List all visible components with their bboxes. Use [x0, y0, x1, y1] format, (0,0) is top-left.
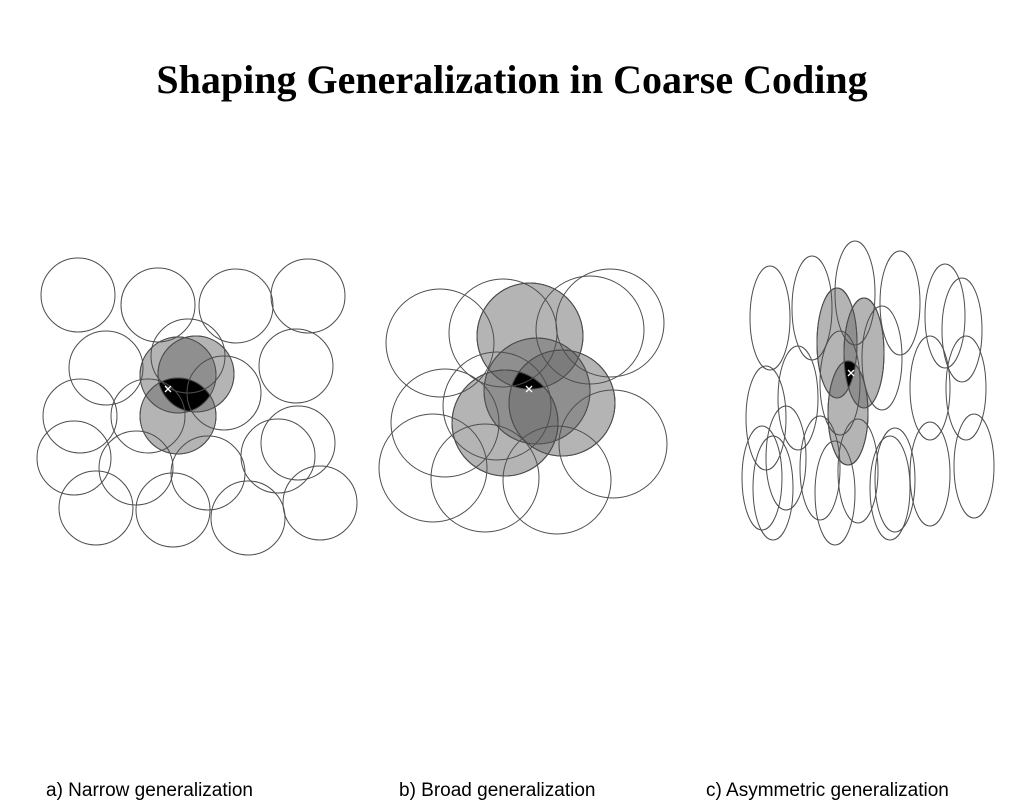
asymmetric-receptive-field-18 — [909, 421, 951, 527]
narrow-receptive-field-12 — [36, 420, 112, 496]
asymmetric-receptive-field-13 — [741, 425, 783, 531]
asymmetric-caption: c) Asymmetric generalization — [706, 780, 949, 801]
broad-receptive-field-6 — [378, 413, 488, 523]
asymmetric-receptive-field-14 — [765, 405, 807, 511]
broad-receptive-field-13 — [508, 349, 616, 457]
narrow-receptive-field-20 — [139, 336, 217, 414]
narrow-receptive-field-7 — [258, 328, 334, 404]
asymmetric-receptive-field-17 — [874, 427, 916, 533]
broad-receptive-field-5 — [390, 368, 500, 478]
asymmetric-receptive-field-23 — [816, 287, 858, 399]
asymmetric-receptive-field-11 — [909, 335, 951, 441]
narrow-diagram — [36, 257, 358, 556]
narrow-receptive-field-4 — [270, 258, 346, 334]
asymmetric-receptive-field-5 — [924, 263, 966, 369]
broad-receptive-field-4 — [555, 268, 665, 378]
broad-diagram — [378, 268, 668, 535]
narrow-receptive-field-10 — [186, 355, 262, 431]
asymmetric-receptive-field-1 — [749, 265, 791, 371]
narrow-receptive-field-5 — [68, 330, 144, 406]
asymmetric-receptive-field-6 — [941, 277, 983, 383]
narrow-receptive-field-15 — [240, 418, 316, 494]
narrow-receptive-field-19 — [282, 465, 358, 541]
broad-receptive-field-14 — [451, 369, 559, 477]
asymmetric-overlap-region — [844, 361, 857, 398]
asymmetric-receptive-field-10 — [861, 305, 903, 411]
broad-query-point-icon — [525, 385, 533, 393]
asymmetric-receptive-field-12 — [945, 335, 987, 441]
broad-caption: b) Broad generalization — [399, 780, 596, 801]
asymmetric-receptive-field-15 — [799, 415, 841, 521]
slide-title: Shaping Generalization in Coarse Coding — [156, 57, 868, 102]
narrow-receptive-field-17 — [135, 472, 211, 548]
asymmetric-receptive-field-19 — [953, 413, 995, 519]
broad-receptive-field-7 — [430, 423, 540, 533]
asymmetric-receptive-field-25 — [827, 360, 869, 466]
asymmetric-receptive-field-3 — [834, 240, 876, 346]
broad-receptive-field-10 — [442, 351, 552, 461]
narrow-receptive-field-16 — [58, 470, 134, 546]
asymmetric-receptive-field-16 — [837, 418, 879, 524]
panel-narrow: a) Narrow generalization — [28, 238, 358, 801]
narrow-receptive-field-22 — [139, 377, 217, 455]
asymmetric-receptive-field-24 — [843, 297, 885, 409]
narrow-receptive-field-9 — [110, 378, 186, 454]
asymmetric-receptive-field-4 — [879, 250, 921, 356]
narrow-receptive-field-2 — [120, 267, 196, 343]
asymmetric-diagram — [741, 240, 995, 546]
asymmetric-receptive-field-22 — [869, 435, 911, 541]
panel-asymmetric: c) Asymmetric generalization — [706, 238, 1024, 801]
asymmetric-receptive-field-20 — [752, 435, 794, 541]
broad-receptive-field-8 — [502, 425, 612, 535]
narrow-receptive-field-3 — [198, 268, 274, 344]
broad-receptive-field-12 — [483, 337, 591, 445]
narrow-receptive-field-18 — [210, 480, 286, 556]
narrow-receptive-field-1 — [40, 257, 116, 333]
asymmetric-receptive-field-8 — [777, 345, 819, 451]
asymmetric-receptive-field-9 — [819, 330, 861, 436]
broad-receptive-field-11 — [476, 282, 584, 390]
narrow-caption: a) Narrow generalization — [46, 780, 253, 801]
narrow-receptive-field-11 — [260, 405, 336, 481]
narrow-receptive-field-21 — [157, 335, 235, 413]
narrow-query-point-icon — [164, 385, 172, 393]
asymmetric-receptive-field-21 — [814, 440, 856, 546]
panel-broad: b) Broad generalization — [378, 238, 715, 801]
asymmetric-query-point-icon — [847, 369, 855, 377]
narrow-receptive-field-8 — [42, 378, 118, 454]
broad-receptive-field-1 — [385, 288, 495, 398]
